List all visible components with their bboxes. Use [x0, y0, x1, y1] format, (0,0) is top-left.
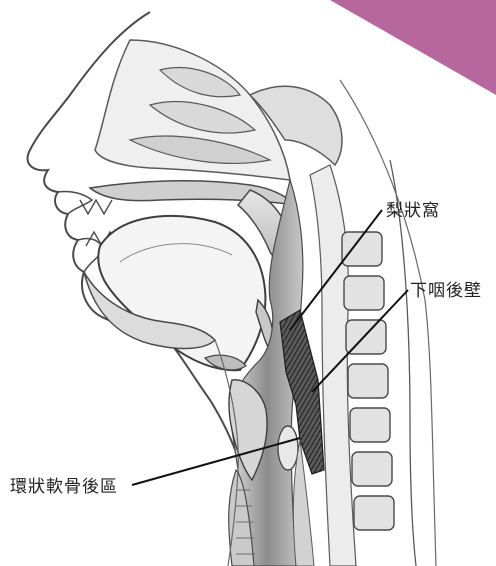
label-postcricoid-region: 環狀軟骨後區 — [10, 472, 118, 497]
vertebra-t1 — [354, 496, 394, 530]
label-pyriform-sinus: 梨狀窩 — [386, 196, 440, 221]
vertebra-c6 — [350, 408, 390, 442]
vertebra-c7 — [352, 452, 392, 486]
vertebra-c5 — [348, 364, 388, 398]
corner-accent-shape — [330, 0, 496, 95]
label-posterior-pharyngeal-wall: 下咽後壁 — [410, 276, 482, 301]
cricoid-cartilage — [278, 426, 298, 470]
upper-teeth — [80, 200, 112, 214]
upper-lip-outline — [58, 191, 92, 214]
vertebra-c3 — [344, 276, 384, 310]
